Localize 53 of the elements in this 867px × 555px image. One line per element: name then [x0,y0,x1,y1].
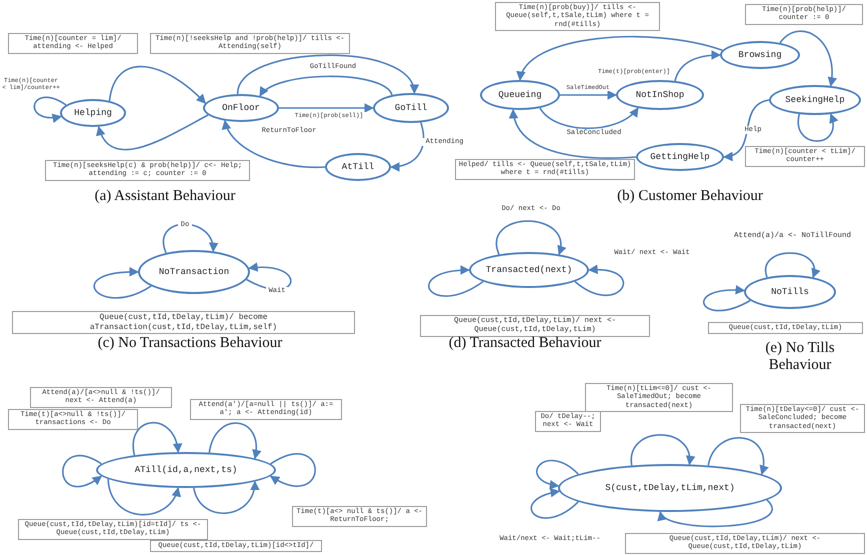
transition-arrow [208,422,261,460]
figure-caption: (d) Transacted Behaviour [448,335,602,352]
transition-arrow [518,36,723,81]
transition-arrow [510,108,636,159]
transition-arrow [723,99,770,160]
figure-caption: (b) Customer Behaviour [616,188,764,205]
transition-arrow [246,262,292,290]
transition-arrow [708,437,768,476]
state-ellipse: NoTransaction [138,250,250,294]
state-ellipse: Queueing [480,80,560,110]
transition-arrow [107,478,180,516]
transition-arrow [108,66,206,104]
figure-caption: (a) Assistant Behaviour [94,188,236,205]
guard-note: Queue(cust,tId,tDelay,tLim)/ become aTransaction(cust,tId,tDelay,tLim,self) [12,311,355,334]
transition-arrow [270,453,316,487]
transition-arrow [62,454,102,488]
figure-caption: (c) No Transactions Behaviour [96,335,284,352]
state-ellipse: NoTills [744,275,836,309]
transition-arrow [428,266,484,297]
transition-arrow [539,107,639,130]
transition-arrow [162,224,218,254]
state-ellipse: Helping [60,99,126,127]
transition-arrow [279,103,374,113]
transition-arrow [674,50,721,82]
transition-arrow [574,265,624,296]
transition-arrow [236,54,417,94]
state-ellipse: SeekingHelp [769,85,861,115]
transition-arrow [779,30,836,87]
state-ellipse: Transacted(next) [469,252,589,288]
transition-arrow [34,96,66,122]
transition-arrow [798,113,838,142]
state-ellipse: Browsing [720,41,800,69]
transition-arrow [222,120,326,168]
transition-arrow [97,114,208,150]
transition-arrow [560,90,617,100]
transition-arrow [132,422,182,456]
transition-arrow [703,285,751,312]
state-ellipse: GettingHelp [636,143,724,171]
transition-arrow [94,267,152,299]
transition-arrow [193,480,259,514]
transition-arrow [660,500,773,528]
state-ellipse: S(cust,tDelay,tLim,next) [558,464,782,512]
state-ellipse: GoTill [373,93,449,123]
transition-arrow [536,460,579,489]
transition-arrow [530,488,579,519]
state-ellipse: NotInShop [616,80,704,110]
state-ellipse: AtTill [325,153,391,181]
transition-arrow [630,434,694,466]
state-ellipse: OnFloor [203,94,279,122]
transition-arrow [259,76,393,97]
transition-arrow [390,122,424,172]
state-ellipse: ATill(id,a,next,ts) [96,452,276,488]
figure-caption: (e) No Tills Behaviour [764,340,836,374]
